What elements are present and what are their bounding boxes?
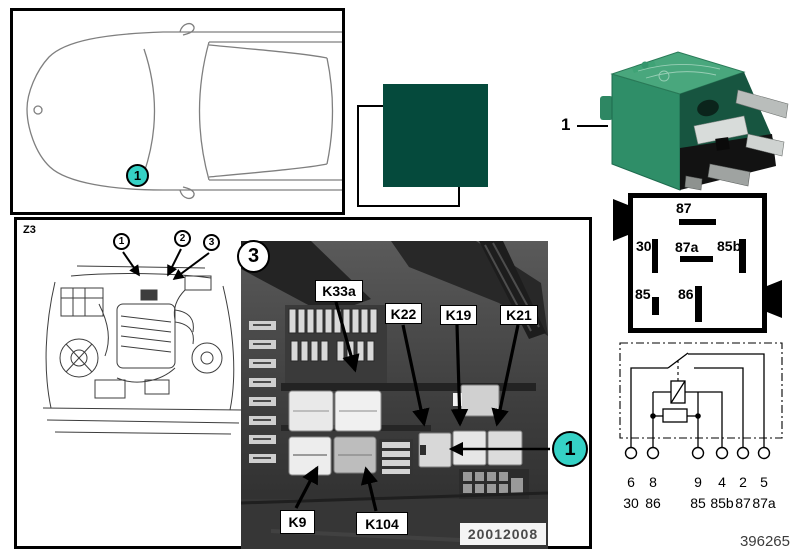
- car-location-callout[interactable]: 1: [126, 164, 149, 187]
- label-k22: K22: [385, 303, 422, 324]
- label-k33a-text: K33a: [322, 283, 356, 299]
- photo-callout-3[interactable]: 3: [237, 240, 270, 273]
- engine-callout-1[interactable]: 1: [113, 233, 130, 250]
- terminal-number-8: 8: [649, 474, 657, 490]
- pin-label-86: 86: [678, 286, 694, 302]
- legend-leader-line: [577, 125, 608, 127]
- pin-label-87a: 87a: [675, 239, 699, 255]
- car-top-view-drawing: [26, 22, 342, 200]
- label-k21-text: K21: [506, 307, 532, 323]
- photo-id-text: 20012008: [467, 526, 539, 542]
- engine-callout-3[interactable]: 3: [203, 234, 220, 251]
- label-k21: K21: [500, 305, 538, 325]
- label-k104-text: K104: [365, 515, 399, 532]
- car-location-callout-number: 1: [133, 168, 142, 183]
- pin-label-87: 87: [676, 200, 692, 216]
- photo-id-stamp: 20012008: [460, 523, 546, 545]
- label-k9: K9: [280, 510, 315, 534]
- terminal-name-86: 86: [645, 495, 661, 511]
- terminal-name-87: 87: [735, 495, 751, 511]
- terminal-name-30: 30: [623, 495, 639, 511]
- pin-slot-85b: [739, 239, 746, 273]
- pin-box-right-tab: [767, 280, 782, 318]
- engine-bay-box: Z3: [14, 217, 592, 549]
- relay-legend-number: 1: [561, 115, 571, 134]
- relay-photo: [600, 51, 789, 191]
- relay-location-callout[interactable]: 1: [552, 431, 588, 467]
- terminal-name-87a: 87a: [752, 495, 776, 511]
- pin-slot-30: [652, 239, 658, 273]
- label-k22-text: K22: [390, 305, 417, 322]
- terminal-number-2: 2: [739, 474, 747, 490]
- terminal-name-85b: 85b: [710, 495, 734, 511]
- photo-callout-3-number: 3: [247, 245, 260, 267]
- engine-callout-1-number: 1: [118, 236, 125, 247]
- relay-location-callout-number: 1: [564, 437, 576, 460]
- engine-bay-drawing: [42, 265, 244, 435]
- pin-slot-87: [679, 219, 716, 225]
- model-code-label: Z3: [23, 224, 36, 236]
- terminal-number-6: 6: [627, 474, 635, 490]
- pin-slot-87a: [680, 256, 713, 262]
- fusebox-photo: [241, 241, 548, 549]
- label-k104: K104: [356, 512, 408, 535]
- pin-label-85: 85: [635, 286, 651, 302]
- engine-callout-2[interactable]: 2: [174, 230, 191, 247]
- pin-slot-86: [695, 286, 702, 322]
- document-number: 396265: [739, 533, 790, 550]
- terminal-number-5: 5: [760, 474, 768, 490]
- pin-label-85b: 85b: [717, 238, 742, 254]
- pin-box-left-tab: [613, 199, 628, 241]
- label-k9-text: K9: [288, 514, 307, 530]
- swatch-green-rect: [383, 84, 488, 187]
- pin-slot-85: [652, 297, 659, 315]
- engine-callout-3-number: 3: [208, 237, 215, 248]
- circuit-schematic: 6 8 9 4 2 5 30 86 85 85b 87 87a: [619, 342, 783, 511]
- pin-position-diagram: 87 30 87a 85b 85 86: [628, 193, 767, 333]
- pin-label-30: 30: [636, 238, 652, 254]
- terminal-name-85: 85: [690, 495, 706, 511]
- engine-callout-2-number: 2: [179, 233, 186, 244]
- label-k19: K19: [440, 305, 477, 325]
- label-k19-text: K19: [445, 307, 472, 323]
- relay-color-swatch: [383, 84, 488, 187]
- terminal-number-4: 4: [718, 474, 726, 490]
- terminal-number-9: 9: [694, 474, 702, 490]
- label-k33a: K33a: [315, 280, 363, 302]
- car-location-box: 1: [10, 8, 345, 215]
